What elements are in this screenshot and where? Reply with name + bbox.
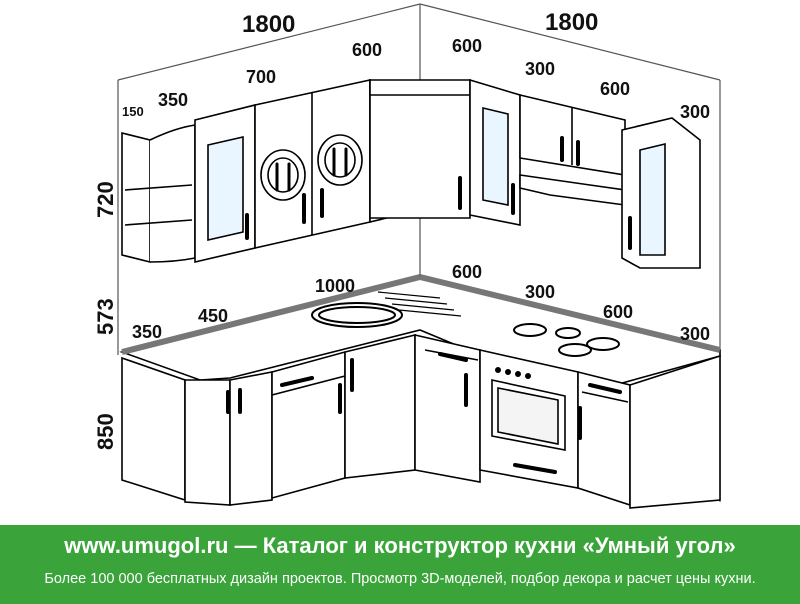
dim-base-left-end: 350: [132, 322, 162, 342]
base-cabinets-left: [121, 333, 416, 506]
promo-banner: www.umugol.ru — Каталог и конструктор ку…: [0, 525, 800, 604]
upper-cabinets-right: [369, 78, 701, 269]
sink: [311, 302, 403, 328]
dim-upper-left-corner: 600: [352, 40, 382, 60]
dim-base-right-corner: 600: [452, 262, 482, 282]
oven-knobs: [495, 367, 531, 379]
dim-upper-right-hood: 600: [600, 79, 630, 99]
dim-upper-left-open-shelf: 150: [122, 104, 144, 119]
base-handles: [226, 352, 622, 474]
dim-base-left-sink: 1000: [315, 276, 355, 296]
dim-upper-height: 720: [93, 181, 118, 218]
dim-upper-left-double: 700: [246, 67, 276, 87]
dim-upper-right-corner: 600: [452, 36, 482, 56]
dim-base-right-end: 300: [680, 324, 710, 344]
dim-upper-right-total: 1800: [545, 9, 598, 36]
dim-upper-left-total: 1800: [242, 11, 295, 38]
kitchen-drawing: 1800 1800 150 350 700 600 600 300 600 30…: [93, 3, 721, 509]
upper-left-handles: [245, 188, 324, 240]
cooktop: [513, 323, 620, 357]
plate-cutlery-icons: [275, 147, 348, 192]
upper-right-handles: [458, 136, 632, 250]
sink-drainboard: [377, 291, 462, 317]
dim-upper-left-glass: 350: [158, 90, 188, 110]
kitchen-diagram: 1800 1800 150 350 700 600 600 300 600 30…: [93, 3, 721, 509]
dim-gap-height: 573: [93, 298, 118, 335]
dim-base-right-oven: 600: [603, 302, 633, 322]
banner-subtitle: Более 100 000 бесплатных дизайн проектов…: [44, 571, 756, 587]
dim-upper-right-end: 300: [680, 102, 710, 122]
base-cabinets-right: [414, 333, 721, 509]
dim-base-left-drawer: 450: [198, 306, 228, 326]
banner-title[interactable]: www.umugol.ru — Каталог и конструктор ку…: [64, 533, 736, 558]
dim-base-height: 850: [93, 413, 118, 450]
dim-upper-right-glass: 300: [525, 59, 555, 79]
dim-base-right-narrow: 300: [525, 282, 555, 302]
